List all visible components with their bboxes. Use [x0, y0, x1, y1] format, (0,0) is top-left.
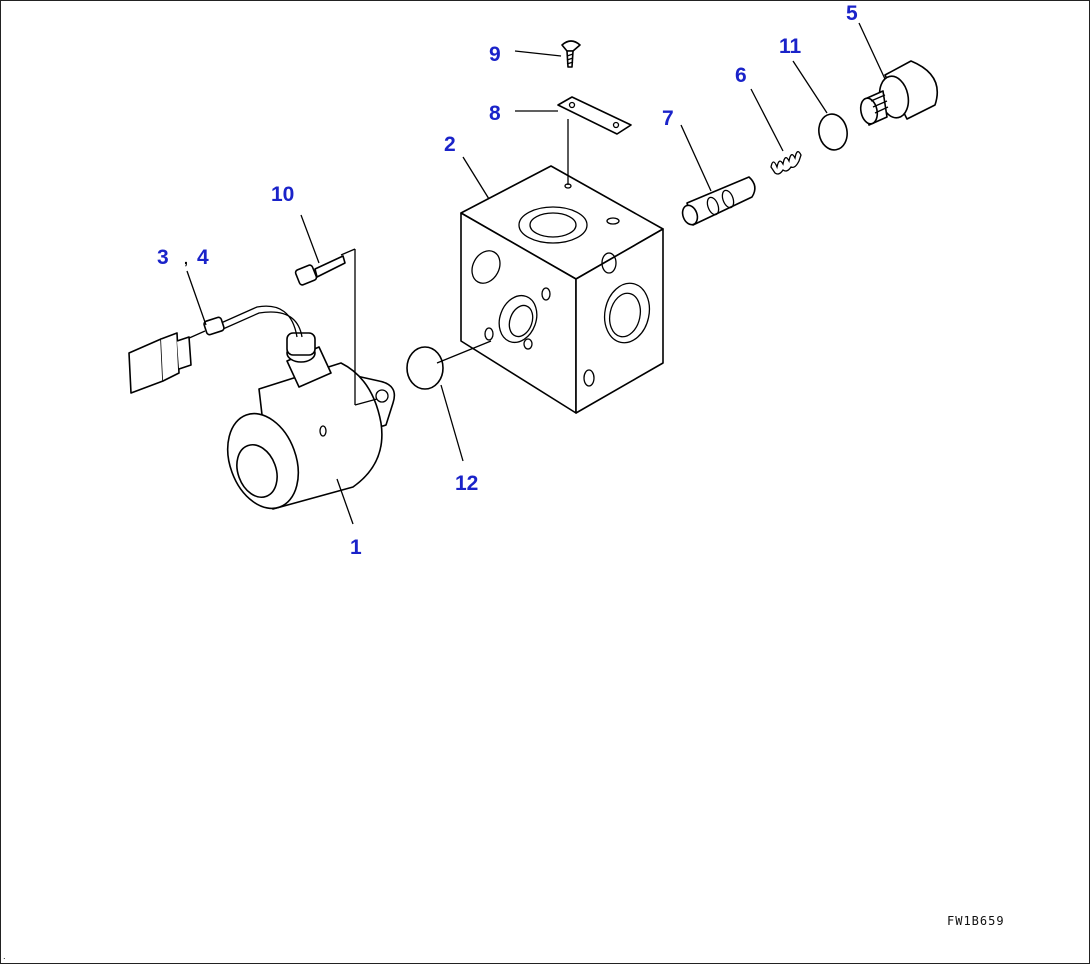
bolt: [294, 255, 346, 286]
callout-10: 10: [271, 183, 294, 206]
callout-2: 2: [444, 133, 456, 156]
callout-6: 6: [735, 64, 747, 87]
callout-7: 7: [662, 107, 674, 130]
leader-lines: [186, 22, 886, 525]
callout-4: 4: [197, 246, 209, 269]
callout-11: 11: [779, 35, 802, 58]
callout-12: 12: [455, 472, 478, 495]
o-ring-12: [406, 346, 444, 390]
screw: [561, 40, 581, 68]
callout-1: 1: [350, 536, 362, 559]
spring: [770, 151, 802, 175]
corner-mark: .: [3, 952, 6, 961]
o-ring-11: [818, 113, 848, 151]
plug-fitting: [859, 60, 939, 126]
callout-3: 3: [157, 246, 169, 269]
spool: [681, 176, 756, 226]
callout-5: 5: [846, 2, 858, 25]
callout-9: 9: [489, 43, 501, 66]
callout-separator-comma: ,: [184, 251, 188, 267]
drawing-code: FW1B659: [947, 914, 1005, 928]
solenoid: [128, 305, 396, 510]
plate: [557, 96, 632, 135]
callout-8: 8: [489, 102, 501, 125]
valve-block: [460, 165, 664, 414]
